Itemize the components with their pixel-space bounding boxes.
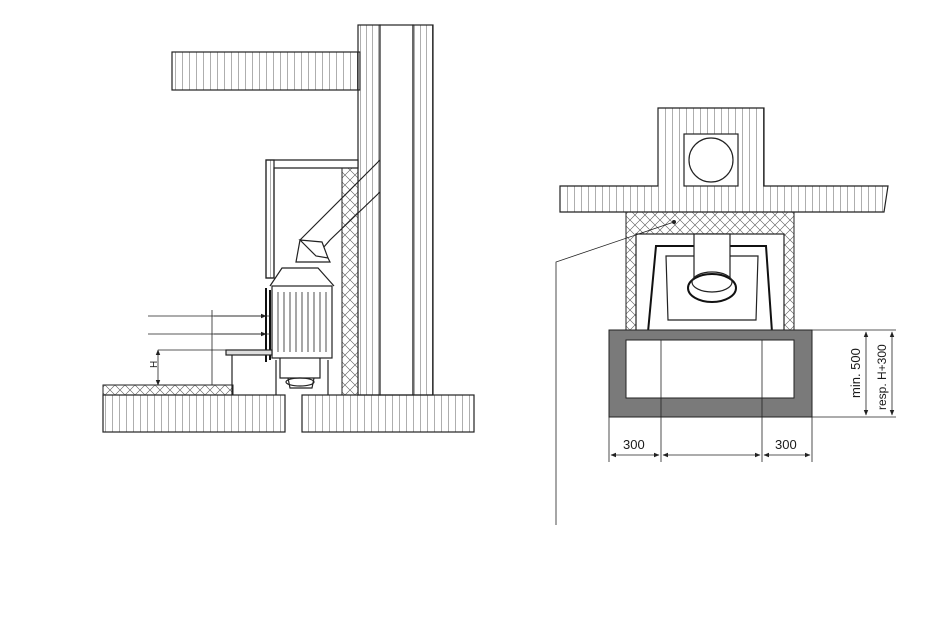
stove-pedestal <box>280 358 320 388</box>
ash-pan <box>286 378 314 386</box>
dim-vertical-main: min. 500 <box>848 348 863 398</box>
hood-wall-hatch <box>266 160 274 278</box>
dim-left: 300 <box>623 437 645 452</box>
vertical-dimension: min. 500 resp. H+300 <box>812 330 896 417</box>
floor-covering <box>103 385 233 395</box>
ceiling-beam <box>172 52 360 90</box>
height-dimension: H <box>148 310 270 385</box>
insulation-strip <box>342 168 358 395</box>
flue-opening <box>689 138 733 182</box>
dim-vertical-alt: resp. H+300 <box>875 344 889 410</box>
height-label: H <box>149 361 160 368</box>
dim-right: 300 <box>775 437 797 452</box>
floor-slab-right <box>302 395 474 432</box>
foundation <box>609 330 812 417</box>
flue-connector <box>300 240 328 258</box>
floor-slab-left <box>103 395 285 432</box>
chimney-flue <box>380 25 413 395</box>
chimney-wall-right <box>413 25 433 395</box>
side-section-view: H <box>103 25 474 432</box>
hearth-shelf <box>226 350 272 355</box>
plan-view: min. 500 resp. H+300 300 300 <box>556 108 896 525</box>
stove-top <box>270 268 334 286</box>
